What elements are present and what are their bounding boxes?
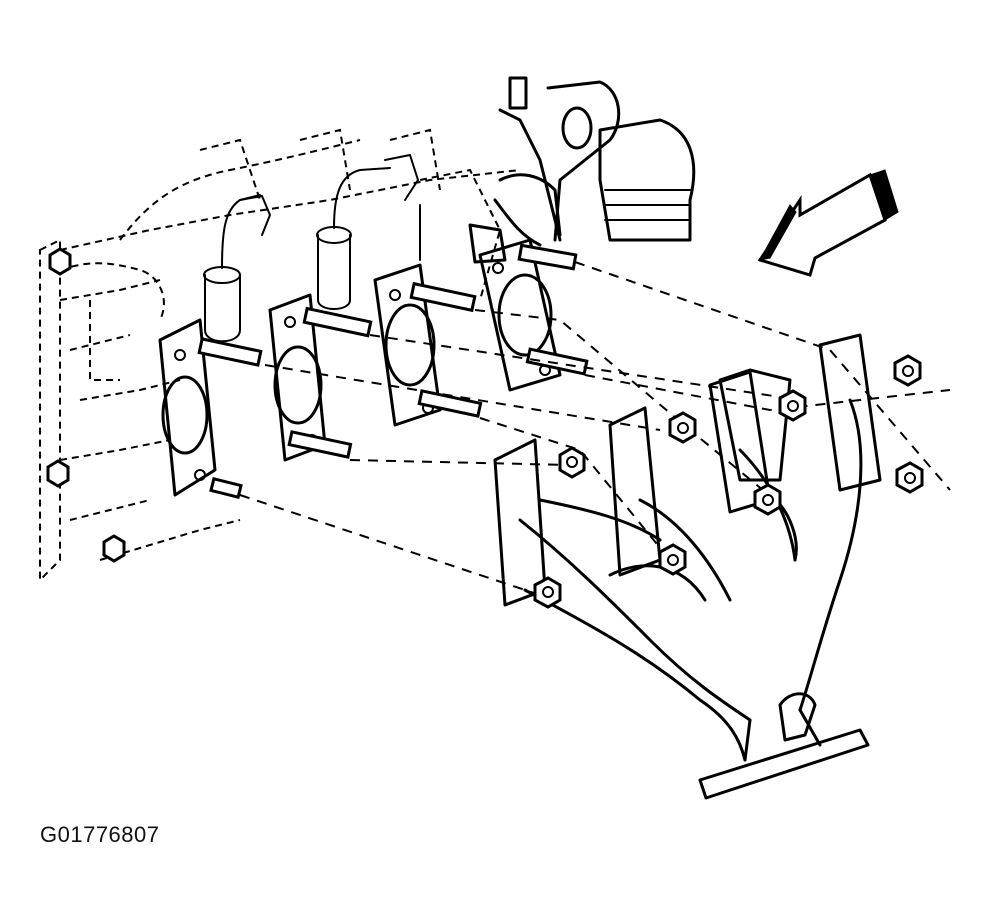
gasket-4 <box>478 238 562 392</box>
studs <box>197 243 589 500</box>
egr-bracket <box>468 76 696 264</box>
manifold-nuts <box>46 247 924 609</box>
exhaust-manifold <box>493 333 882 800</box>
gasket-1 <box>158 318 217 497</box>
view-direction-arrow-icon <box>757 169 899 277</box>
figure-id: G01776807 <box>40 822 160 847</box>
spark-plug-tubes <box>203 154 421 343</box>
alignment-lines <box>239 261 951 596</box>
gasket-3 <box>373 263 442 427</box>
cylinder-head <box>39 128 521 583</box>
